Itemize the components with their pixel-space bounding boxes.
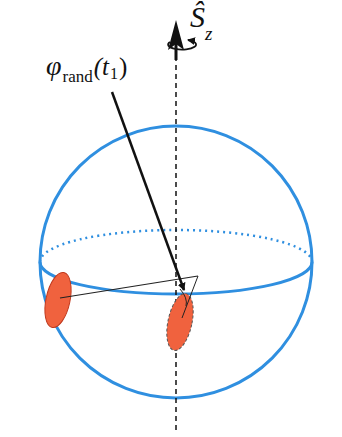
leader-arrow — [112, 92, 184, 290]
axis-shaft — [175, 44, 178, 60]
axis-label: φ — [46, 52, 62, 80]
spin-state — [40, 270, 75, 330]
axis-label: Ŝ — [190, 2, 205, 32]
axis-label: rand — [63, 68, 93, 85]
axis-label: 1 — [110, 66, 118, 82]
spin-state-rotated — [162, 291, 198, 353]
axis-label: z — [205, 24, 212, 43]
angle-arc — [180, 289, 186, 306]
axis-label: (t — [94, 54, 109, 79]
state-vector — [60, 276, 198, 298]
rotation-loop — [168, 40, 196, 50]
state-vector — [182, 276, 198, 318]
z-axis — [175, 48, 177, 430]
axis-label: ) — [119, 54, 127, 79]
